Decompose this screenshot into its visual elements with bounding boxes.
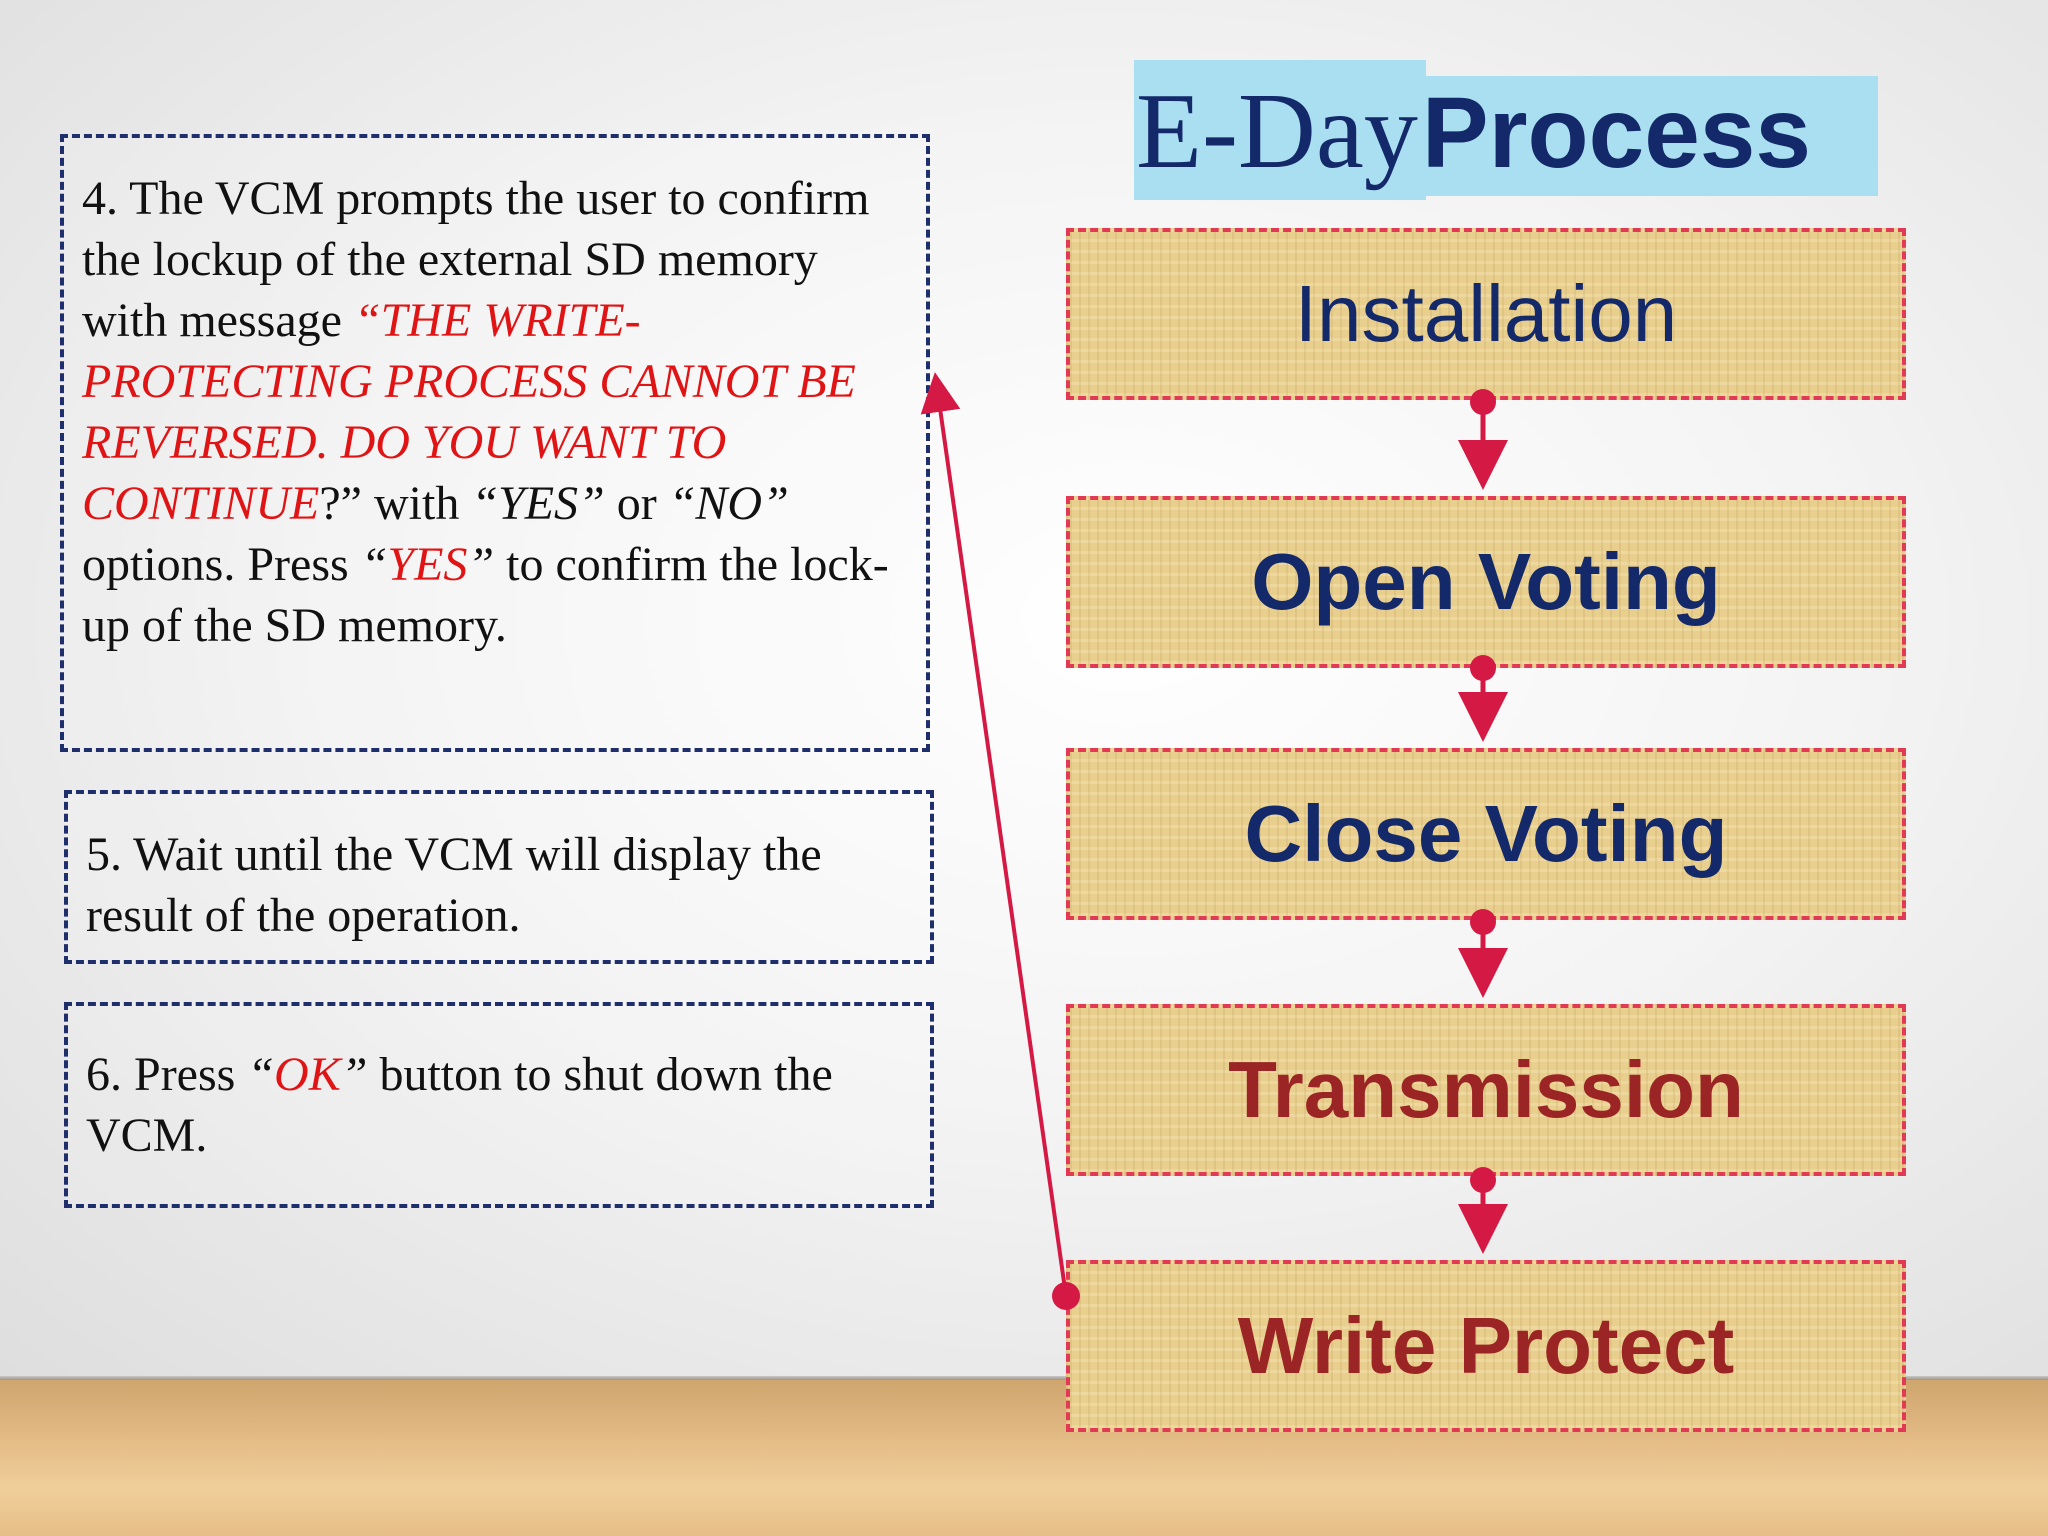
instruction-text-segment: ” bbox=[340, 1048, 368, 1101]
step-installation: Installation bbox=[1066, 228, 1906, 400]
instruction-text-segment: 5. Wait until the VCM will display the r… bbox=[86, 828, 822, 942]
title-part-1: E-Day bbox=[1136, 72, 1418, 191]
slide-title: E-Day Process bbox=[1136, 70, 1896, 200]
instruction-text-segment: or bbox=[604, 477, 669, 530]
instruction-text-segment: to confirm the lock-up of the SD memory. bbox=[82, 538, 889, 652]
instruction-text-segment: “NO” bbox=[668, 477, 789, 530]
instruction-box-6: 6. Press “OK” button to shut down the VC… bbox=[64, 1002, 934, 1208]
step-label: Open Voting bbox=[1251, 537, 1721, 626]
connector-arrow-2 bbox=[1458, 655, 1508, 742]
instruction-text-segment: 4. The VCM prompts the user to confirm t… bbox=[82, 172, 870, 347]
instruction-text-segment: “YES” bbox=[471, 477, 605, 530]
title-highlight-left bbox=[1134, 60, 1426, 200]
step-label: Installation bbox=[1294, 269, 1678, 358]
instruction-text-segment: OK bbox=[274, 1048, 341, 1101]
step-transmission: Transmission bbox=[1066, 1004, 1906, 1176]
instruction-text-segment: YES bbox=[387, 538, 468, 591]
step-connectors bbox=[1458, 389, 1508, 1254]
instruction-box-4: 4. The VCM prompts the user to confirm t… bbox=[60, 134, 930, 752]
instruction-text-segment: “THE WRITE-PROTECTING PROCESS CANNOT BE … bbox=[82, 294, 856, 530]
instruction-text-segment: ” bbox=[467, 538, 495, 591]
instruction-text-segment: ?” with bbox=[319, 477, 472, 530]
step-label: Write Protect bbox=[1237, 1301, 1735, 1390]
instruction-text-segment: button to shut down the VCM. bbox=[86, 1048, 833, 1162]
back-reference-arrow bbox=[920, 372, 1080, 1310]
step-write-protect: Write Protect bbox=[1066, 1260, 1906, 1432]
step-label: Transmission bbox=[1228, 1045, 1744, 1134]
instruction-text-segment: options. Press bbox=[82, 538, 361, 591]
title-part-2: Process bbox=[1421, 77, 1812, 189]
step-label: Close Voting bbox=[1244, 789, 1728, 878]
floor-edge bbox=[0, 1376, 2048, 1382]
title-highlight-right bbox=[1424, 76, 1878, 196]
instruction-text-segment: 6. Press bbox=[86, 1048, 248, 1101]
connector-arrow-3 bbox=[1458, 909, 1508, 998]
instruction-text-segment: “ bbox=[360, 538, 388, 591]
connector-arrow-4 bbox=[1458, 1167, 1508, 1254]
instruction-box-5: 5. Wait until the VCM will display the r… bbox=[64, 790, 934, 964]
instruction-text-segment: “ bbox=[247, 1048, 275, 1101]
connector-arrow-1 bbox=[1458, 389, 1508, 490]
